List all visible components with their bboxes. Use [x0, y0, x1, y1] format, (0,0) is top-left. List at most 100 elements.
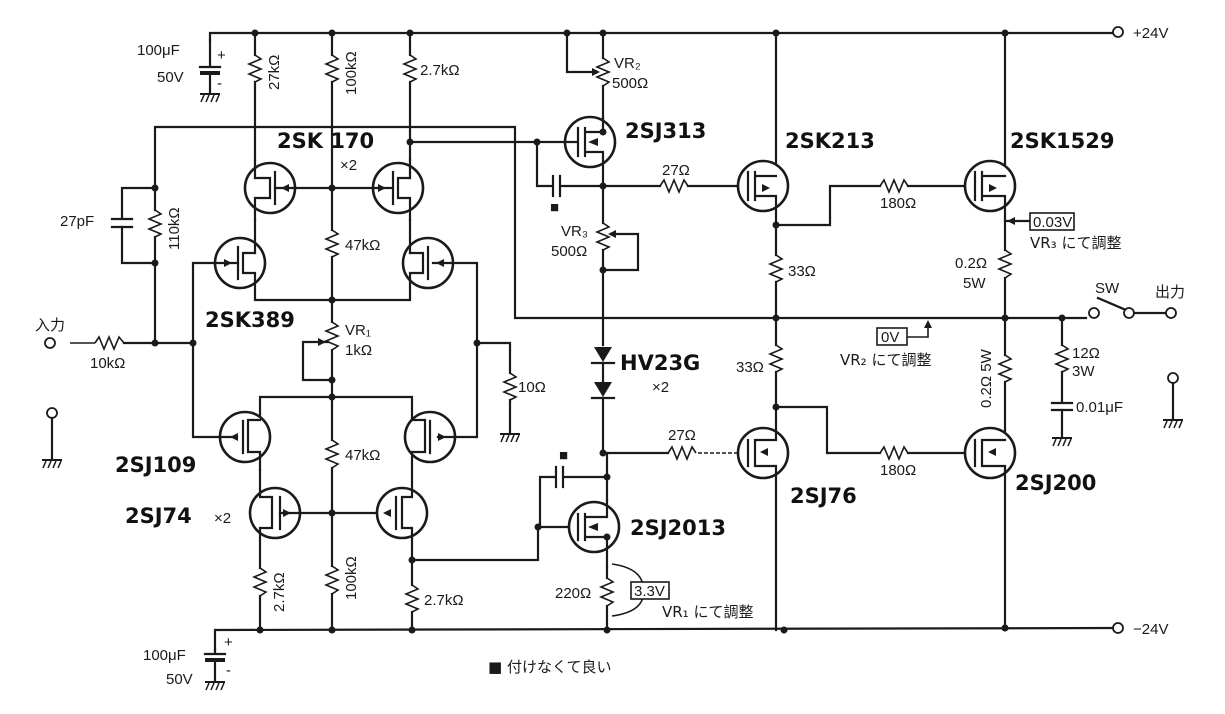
label-2sj74-count: ×2	[214, 510, 231, 527]
c-top-voltage: 50V	[157, 69, 184, 86]
r-bot1-label: 2.7kΩ	[271, 572, 288, 612]
label-2sk1529: 2SK1529	[1010, 129, 1114, 153]
r-in-label: 10kΩ	[90, 355, 125, 372]
jfet-2sk389-right	[330, 218, 479, 345]
r-220-label: 220Ω	[555, 585, 591, 602]
r-bot3-label: 2.7kΩ	[424, 592, 464, 609]
ground-icon	[199, 93, 221, 103]
r-top1-label: 27kΩ	[266, 55, 283, 90]
optional-mark-top: ■	[550, 199, 559, 216]
vr1-name: VR₁	[345, 322, 371, 339]
vr1-value: 1kΩ	[345, 342, 372, 359]
r-src-top-value: 0.2Ω	[955, 255, 987, 272]
mosfet-2sj2013	[567, 498, 621, 569]
vr1-potentiometer[interactable]	[301, 298, 341, 384]
resistor-180-ohm-bottom	[879, 444, 909, 462]
mosfet-2sj313	[535, 115, 617, 188]
jfet-2sj109-right	[403, 341, 479, 492]
input-terminal[interactable]	[44, 337, 56, 349]
ground-icon	[499, 433, 521, 443]
resistor-27-ohm-top	[659, 177, 689, 195]
r-10-label: 10Ω	[518, 379, 546, 396]
label-2sk213: 2SK213	[785, 129, 875, 153]
c-bot-plus: +	[224, 634, 233, 651]
diode-hv23g	[590, 347, 616, 457]
resistor-180-ohm-top	[879, 177, 909, 195]
label-2sj313: 2SJ313	[625, 119, 706, 143]
adj1-value-box	[1029, 212, 1075, 231]
output-switch[interactable]	[1088, 296, 1177, 319]
resistor-27-ohm-bottom	[667, 444, 697, 462]
c-bot-minus: -	[226, 662, 231, 679]
mosfet-2sj200	[963, 426, 1017, 630]
negative-rail-label: −24V	[1133, 621, 1168, 638]
adj1-value: 0.03V	[1033, 214, 1072, 231]
positive-rail	[208, 26, 1124, 42]
r-fb-label: 110kΩ	[166, 207, 183, 250]
r-src-top-watt: 5W	[963, 275, 986, 292]
mosfet-2sj76	[736, 405, 790, 632]
resistor-33-ohm-bottom	[767, 316, 785, 411]
r-zobel-watt: 3W	[1072, 363, 1095, 380]
adj2-value-box	[876, 327, 908, 346]
vr2-potentiometer[interactable]	[563, 29, 612, 120]
resistor-10-ohm	[473, 339, 521, 443]
optional-mark-bottom: ■	[559, 447, 568, 464]
negative-terminal[interactable]	[1112, 622, 1124, 634]
label-2sk389: 2SK389	[205, 308, 295, 332]
adj3-value-box	[630, 581, 670, 600]
c-top-plus: +	[217, 47, 226, 64]
resistor-0.2-ohm-bottom	[996, 316, 1014, 442]
output-label: 出力	[1155, 283, 1185, 301]
vr2-name: VR₂	[614, 55, 641, 72]
label-2sj76: 2SJ76	[790, 484, 857, 508]
ground-icon	[1051, 437, 1073, 447]
adj3-text: VR₁ にて調整	[662, 603, 753, 621]
resistor-47k-top	[323, 186, 341, 302]
r-bot2-label: 100kΩ	[343, 556, 360, 600]
c-top-value: 100μF	[137, 42, 180, 59]
footnote: ■ 付けなくて良い	[488, 658, 612, 676]
ground-icon	[204, 681, 226, 691]
feedback-line	[153, 125, 1007, 320]
positive-terminal[interactable]	[1112, 26, 1124, 38]
c-bot-value: 100μF	[143, 647, 186, 664]
top-resistor-column	[246, 29, 419, 190]
label-2sk170-count: ×2	[340, 157, 357, 174]
vr3-potentiometer[interactable]	[594, 184, 640, 347]
label-2sj200: 2SJ200	[1015, 471, 1096, 495]
adj2-text: VR₂ にて調整	[840, 351, 931, 369]
adj1-text: VR₃ にて調整	[1030, 234, 1121, 252]
label-2sj74: 2SJ74	[125, 504, 192, 528]
vr2-value: 500Ω	[612, 75, 648, 92]
positive-rail-label: +24V	[1133, 25, 1168, 42]
input-label: 入力	[35, 316, 65, 334]
mosfet-2sk1529	[963, 31, 1017, 252]
vr3-name: VR₃	[561, 223, 588, 240]
capacitor-top-100uf	[198, 38, 222, 103]
label-2sj2013: 2SJ2013	[630, 516, 726, 540]
c-bot-voltage: 50V	[166, 671, 193, 688]
jfet-2sk170-left	[243, 158, 334, 222]
r-180-top-label: 180Ω	[880, 195, 916, 212]
r-33-bot-label: 33Ω	[736, 359, 764, 376]
zobel-network	[1050, 316, 1074, 447]
jfet-2sk389-left	[191, 218, 334, 345]
output-ground-terminal	[1162, 372, 1184, 429]
c-top-minus: -	[217, 75, 222, 92]
r-mid-bot-label: 47kΩ	[345, 447, 380, 464]
ground-icon	[1162, 419, 1184, 429]
output-terminal[interactable]	[1165, 307, 1177, 319]
negative-rail	[213, 622, 1124, 652]
jfet-2sj109-left	[191, 341, 272, 472]
resistor-47k-bottom	[323, 395, 341, 515]
input-network	[44, 184, 197, 352]
capacitor-optional-bottom	[538, 451, 611, 529]
r-zobel-value: 12Ω	[1072, 345, 1100, 362]
jfet-2sk170-right	[330, 158, 425, 222]
resistor-0.2-ohm-top	[996, 249, 1014, 322]
r-180-bot-label: 180Ω	[880, 462, 916, 479]
r-gate-top-label: 27Ω	[662, 162, 690, 179]
r-33-top-label: 33Ω	[788, 263, 816, 280]
